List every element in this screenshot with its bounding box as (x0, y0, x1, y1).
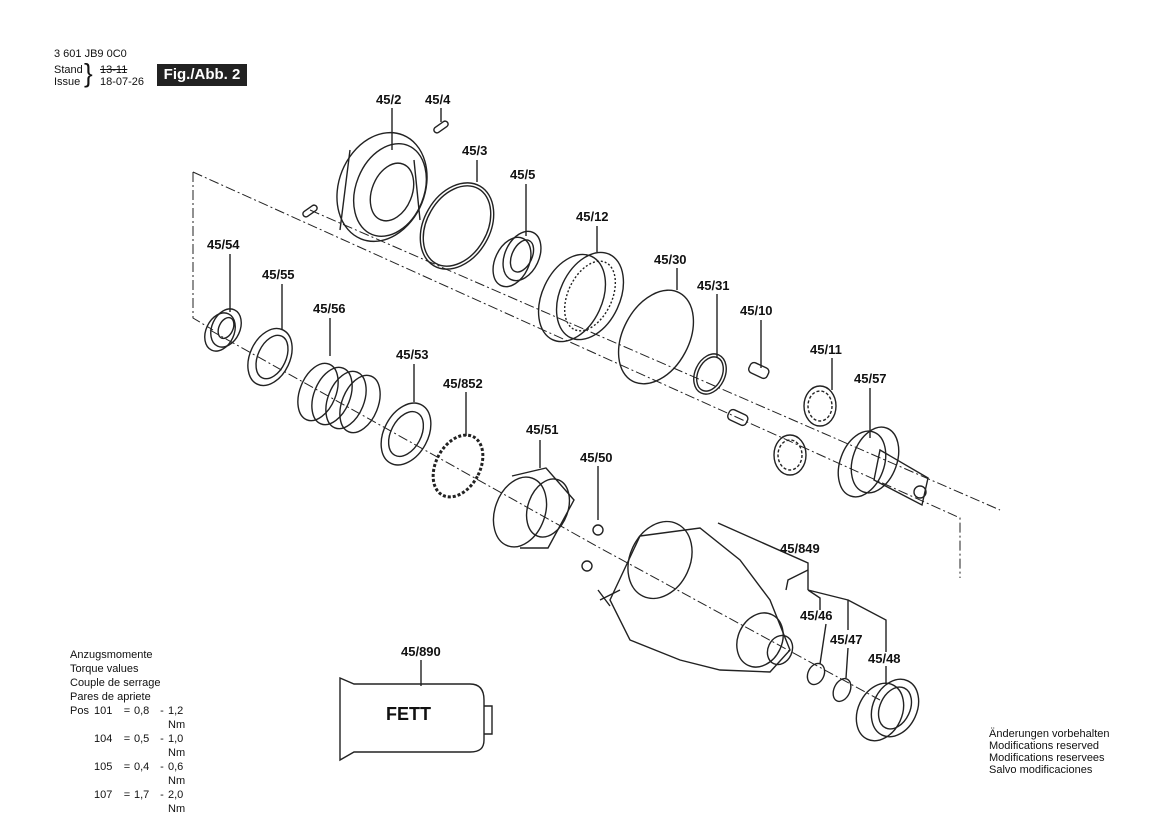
label-45-46: 45/46 (800, 608, 833, 623)
torque-dash: - (160, 761, 164, 773)
torque-title-fr: Couple de serrage (70, 677, 161, 689)
torque-eq: = (123, 733, 131, 745)
torque-max: 1,2 Nm (168, 705, 186, 731)
label-45-53: 45/53 (396, 347, 429, 362)
part-45-31-ring (693, 353, 727, 395)
part-45-55-washer (247, 327, 293, 387)
label-45-12: 45/12 (576, 209, 609, 224)
part-45-852-ball-cage (431, 433, 485, 499)
part-45-4-pin-2 (302, 204, 318, 218)
torque-eq: = (123, 761, 131, 773)
label-45-31: 45/31 (697, 278, 730, 293)
label-45-11: 45/11 (810, 342, 842, 357)
torque-dash: - (160, 733, 164, 745)
part-45-890-grease-tube (339, 676, 493, 762)
torque-title-en: Torque values (70, 663, 139, 675)
label-45-3: 45/3 (462, 143, 488, 158)
label-45-47: 45/47 (830, 632, 863, 647)
torque-max: 0,6 Nm (168, 761, 186, 787)
torque-pos: 107 (94, 789, 113, 801)
axis-line-left (192, 172, 214, 331)
label-45-849: 45/849 (780, 541, 820, 556)
note-fr: Modifications reservees (989, 752, 1105, 764)
axis-line-bottom (209, 329, 881, 701)
torque-pos: 101 (94, 705, 113, 717)
torque-pos: 104 (94, 733, 113, 745)
torque-pos: 105 (94, 761, 113, 773)
label-45-4: 45/4 (425, 92, 451, 107)
modifications-notes: Änderungen vorbehalten Modifications res… (989, 728, 1109, 776)
label-45-852: 45/852 (443, 376, 483, 391)
torque-eq: = (123, 789, 131, 801)
torque-max: 2,0 Nm (168, 789, 186, 815)
part-45-53-washer (380, 402, 432, 466)
brace-icon: } (84, 58, 93, 88)
label-45-50: 45/50 (580, 450, 613, 465)
part-45-3-oring (419, 182, 495, 270)
part-45-54-seal (204, 312, 236, 352)
part-45-30-disc (617, 289, 695, 385)
label-45-56: 45/56 (313, 301, 346, 316)
label-45-55: 45/55 (262, 267, 295, 282)
grease-label: FETT (386, 704, 431, 724)
label-45-48: 45/48 (868, 651, 901, 666)
torque-min: 0,8 (134, 705, 150, 717)
torque-row: 107 = 1,7 - 2,0 Nm (70, 788, 198, 816)
stand-label: Stand (54, 64, 83, 76)
torque-min: 1,7 (134, 789, 150, 801)
part-45-46-ring (806, 662, 826, 686)
torque-max: 1,0 Nm (168, 733, 186, 759)
torque-dash: - (160, 789, 164, 801)
figure-badge: Fig./Abb. 2 (157, 64, 247, 86)
label-45-57: 45/57 (854, 371, 887, 386)
label-45-2: 45/2 (376, 92, 402, 107)
new-date: 18-07-26 (100, 76, 145, 88)
torque-title-es: Pares de apriete (70, 691, 151, 703)
part-45-4-pin (433, 120, 449, 134)
axis-line-top (192, 171, 961, 578)
torque-table: Anzugsmomente Torque values Couple de se… (70, 648, 198, 816)
part-45-10-needle-2 (727, 408, 749, 427)
part-45-56-spring (297, 362, 381, 434)
torque-row: 104 = 0,5 - 1,0 Nm (70, 732, 198, 760)
torque-min: 0,4 (134, 761, 150, 773)
part-45-2-ring-gear (336, 131, 428, 243)
label-45-51: 45/51 (526, 422, 559, 437)
part-45-50-ball-2 (581, 560, 593, 572)
bracket-45-849 (717, 522, 809, 590)
note-es: Salvo modificaciones (989, 764, 1093, 776)
issue-label: Issue (54, 76, 81, 88)
label-45-890: 45/890 (401, 644, 441, 659)
part-45-5-bearing (492, 230, 542, 288)
note-de: Änderungen vorbehalten (989, 728, 1110, 740)
note-en: Modifications reserved (989, 740, 1100, 752)
label-45-5: 45/5 (510, 167, 536, 182)
torque-min: 0,5 (134, 733, 150, 745)
label-45-54: 45/54 (207, 237, 240, 252)
part-45-57-planet-carrier (837, 426, 929, 507)
part-45-12-internal-gear (537, 251, 625, 343)
label-45-30: 45/30 (654, 252, 687, 267)
torque-title-de: Anzugsmomente (70, 649, 153, 661)
torque-dash: - (160, 705, 164, 717)
torque-row: 105 = 0,4 - 0,6 Nm (70, 760, 198, 788)
torque-row: Pos 101 = 0,8 - 1,2 Nm (70, 704, 198, 732)
part-45-50-ball (592, 524, 604, 536)
part-45-51-clutch (492, 467, 575, 549)
pos-label: Pos (70, 705, 89, 717)
housing-assembly (597, 520, 794, 673)
part-45-11-planet-gear (773, 385, 837, 476)
label-45-10: 45/10 (740, 303, 773, 318)
part-45-47-ring (832, 677, 852, 703)
part-45-10-needle (748, 361, 770, 380)
part-number: 3 601 JB9 0C0 (54, 48, 127, 60)
old-date: 13-11 (100, 64, 128, 76)
part-45-48-nut (855, 678, 920, 742)
torque-eq: = (123, 705, 131, 717)
